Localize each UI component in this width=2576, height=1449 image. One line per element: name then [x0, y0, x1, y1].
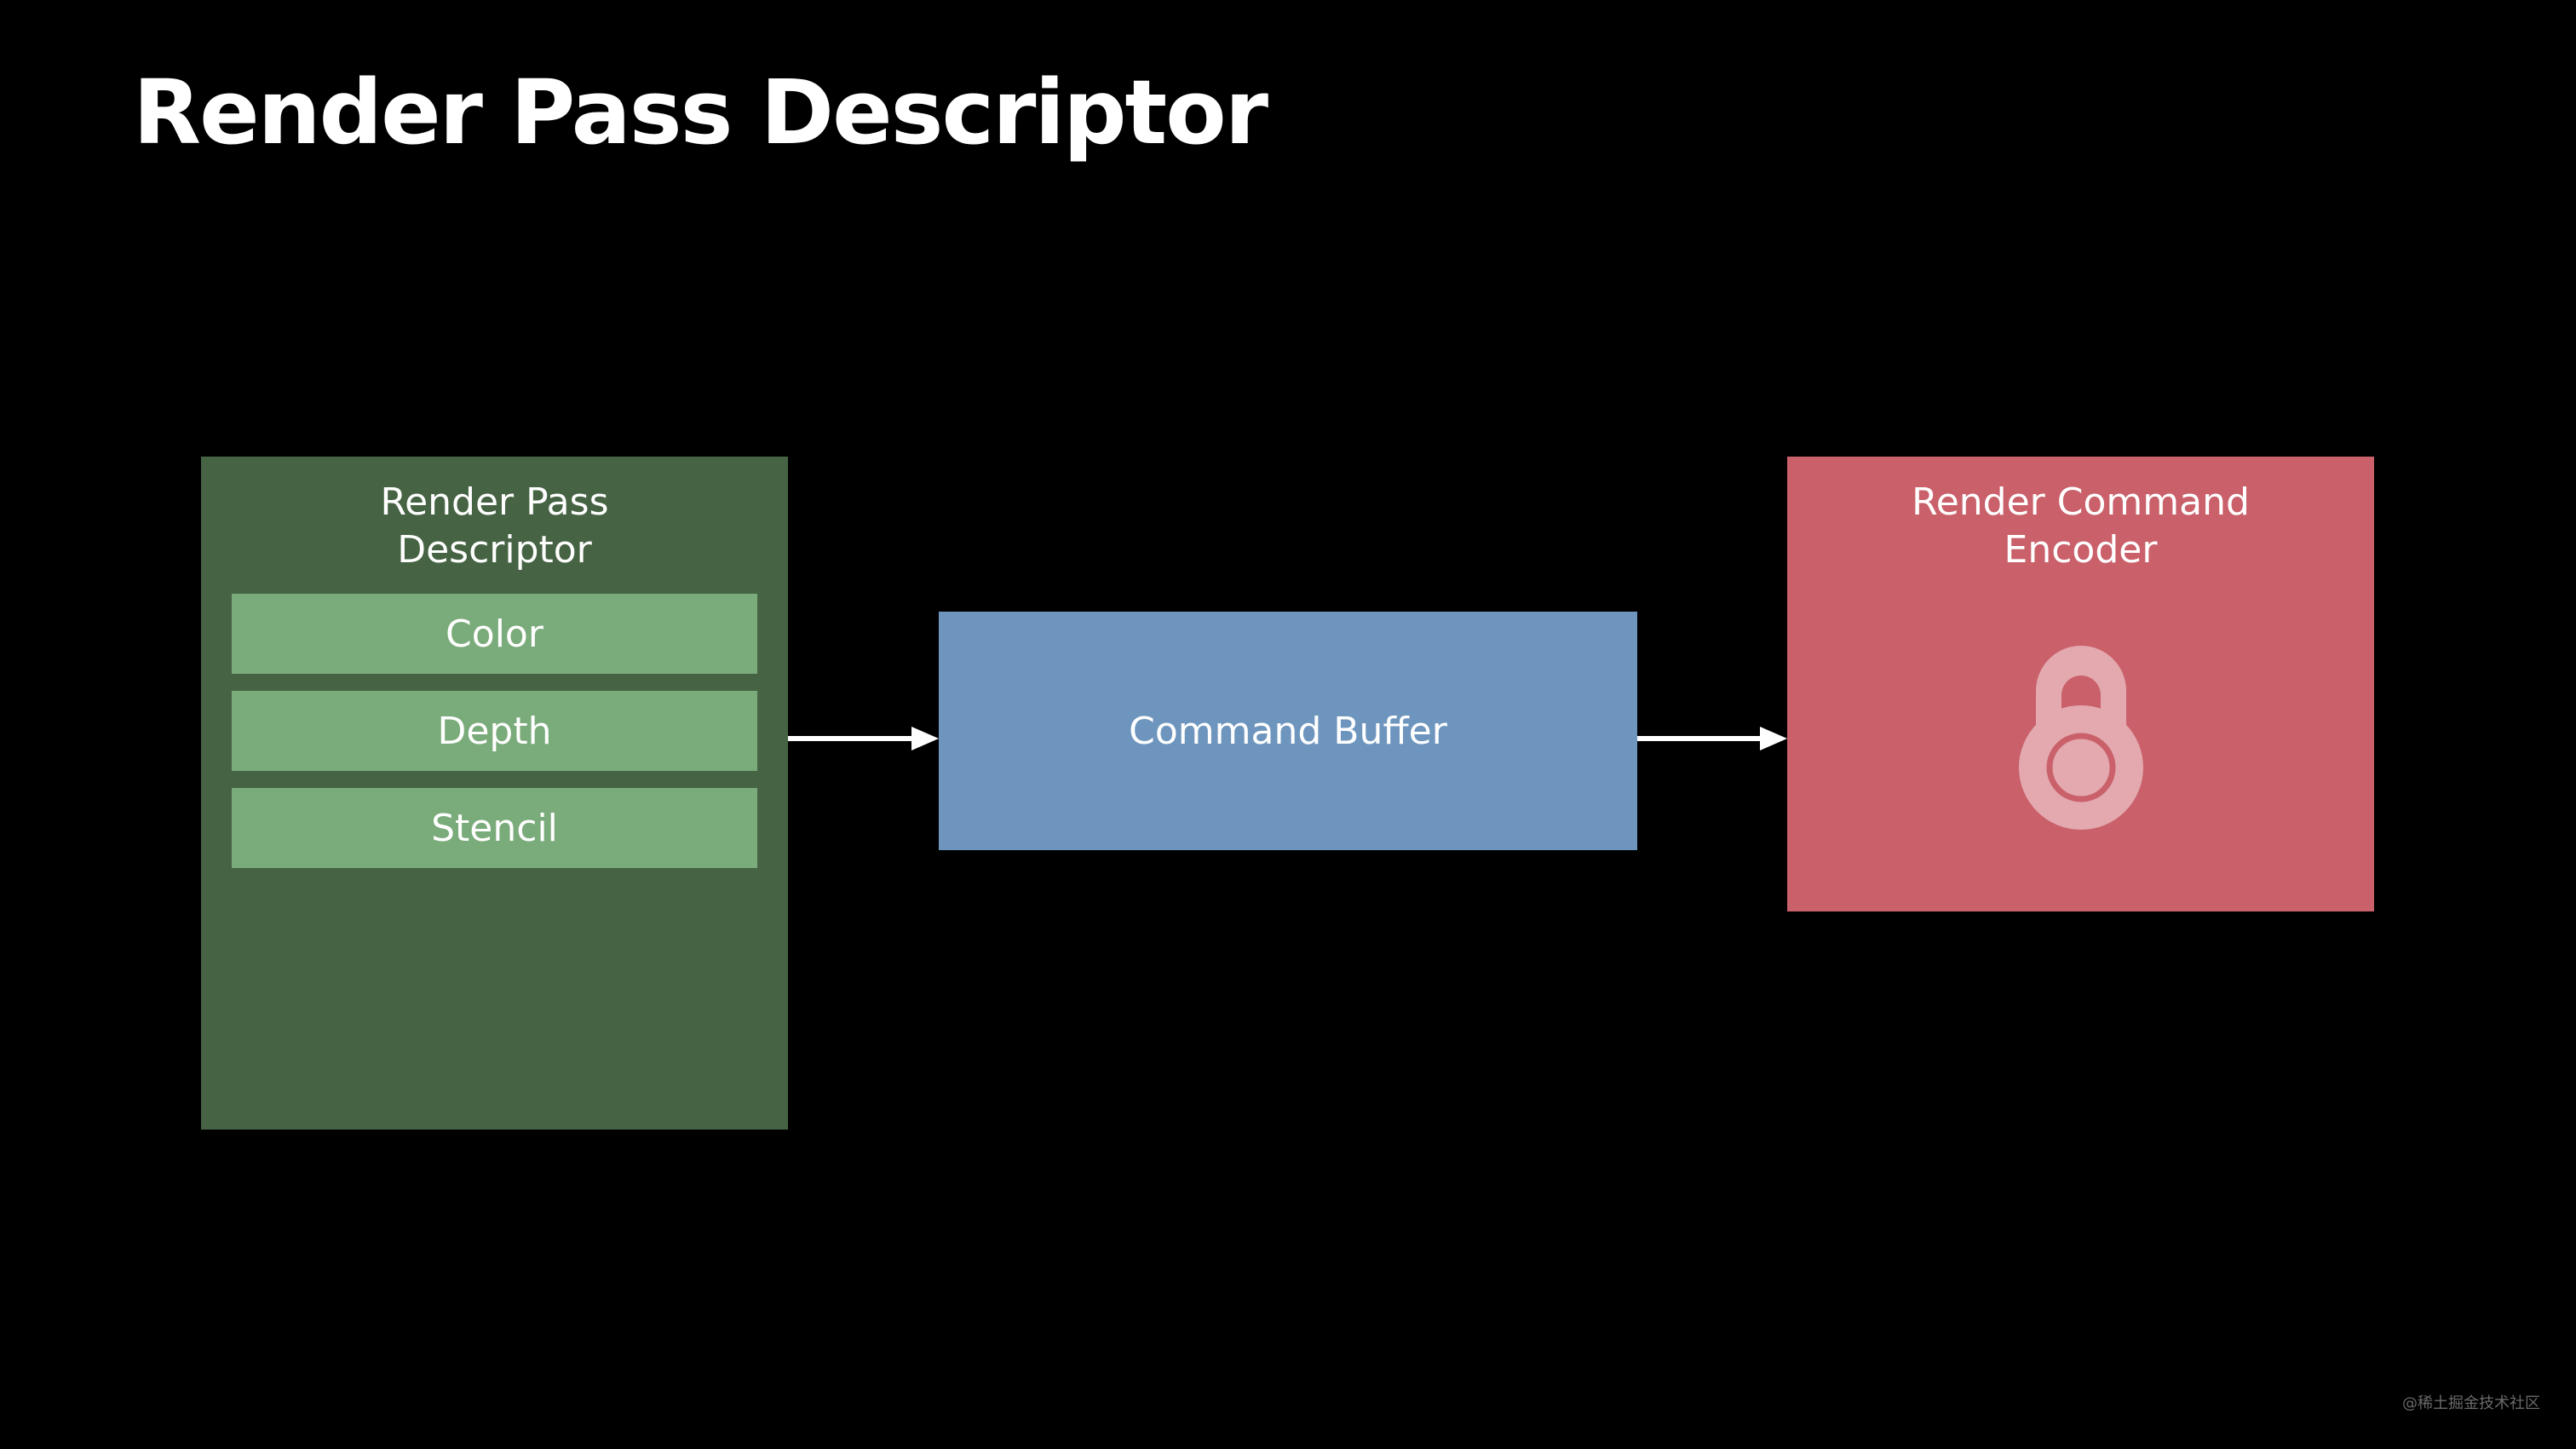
depth-attachment: Depth [232, 691, 757, 771]
render-command-encoder-title-line2: Encoder [2004, 528, 2158, 572]
render-pass-descriptor-box: Render Pass Descriptor Color Depth Stenc… [201, 457, 788, 1130]
render-command-encoder-box: Render Command Encoder [1787, 457, 2374, 911]
slide-title: Render Pass Descriptor [133, 60, 1268, 164]
color-attachment: Color [232, 594, 757, 674]
lock-icon [2019, 646, 2143, 830]
command-buffer-label: Command Buffer [1129, 709, 1447, 753]
stencil-attachment: Stencil [232, 788, 757, 868]
render-command-encoder-title: Render Command Encoder [1787, 479, 2374, 574]
command-buffer-box: Command Buffer [939, 612, 1637, 850]
arrow-descriptor-to-buffer [788, 727, 939, 750]
arrow-buffer-to-encoder [1637, 727, 1787, 750]
render-pass-descriptor-title-line2: Descriptor [397, 528, 592, 572]
render-command-encoder-title-line1: Render Command [1912, 480, 2250, 524]
render-pass-descriptor-title-line1: Render Pass [380, 480, 609, 524]
watermark: @稀土掘金技术社区 [2402, 1394, 2540, 1412]
render-pass-descriptor-title: Render Pass Descriptor [201, 479, 788, 574]
